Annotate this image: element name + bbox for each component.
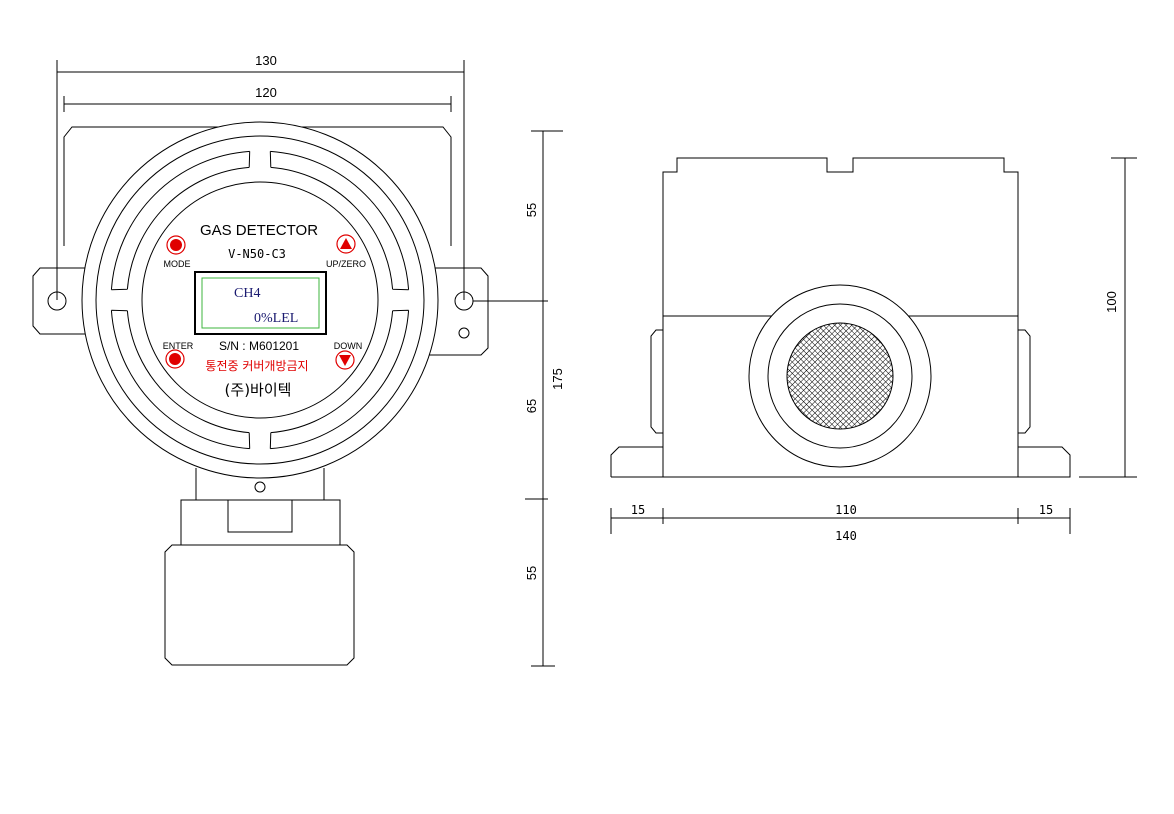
manufacturer-name: (주)바이텍 (225, 381, 292, 399)
model-number: V-N50-C3 (228, 247, 286, 261)
neck-screw (254, 481, 266, 493)
down-arrow-icon (339, 355, 351, 366)
device-title: GAS DETECTOR (200, 222, 318, 239)
side-width-dimensions: 15 110 15 140 (610, 503, 1071, 543)
mode-button-dot (170, 239, 182, 251)
gland-nut (227, 499, 293, 533)
right-small-hole (458, 327, 470, 339)
cable-gland (180, 499, 341, 546)
dim-label-130: 130 (255, 53, 277, 68)
dim-label-120: 120 (255, 85, 277, 100)
right-boss (1018, 329, 1031, 434)
cover-ring-arcs (110, 150, 410, 450)
dim-label-175: 175 (550, 368, 565, 390)
down-button-label: DOWN (334, 341, 363, 351)
side-height-dimension: 100 (1079, 157, 1137, 478)
left-boss (650, 329, 663, 434)
dim-label-15-left: 15 (631, 503, 645, 517)
dimension-120: 120 (63, 85, 452, 112)
dimension-130: 130 (56, 53, 465, 300)
side-view: 100 15 110 15 140 (610, 157, 1137, 543)
right-flange (428, 267, 489, 356)
side-base (610, 446, 1071, 478)
sensor-cap (164, 544, 355, 666)
up-zero-button-label: UP/ZERO (326, 259, 366, 269)
up-arrow-icon (340, 238, 352, 249)
enter-button-label: ENTER (163, 341, 194, 351)
lcd-reading: 0%LEL (254, 311, 298, 326)
housing-ring-1 (95, 135, 425, 465)
lcd-gas-name: CH4 (234, 286, 260, 301)
dim-label-100: 100 (1104, 291, 1119, 313)
dim-label-110: 110 (835, 503, 857, 517)
dim-label-55-bottom: 55 (524, 566, 539, 580)
enter-button-dot (169, 353, 181, 365)
dim-label-15-right: 15 (1039, 503, 1053, 517)
dim-label-140: 140 (835, 529, 857, 543)
warning-text: 통전중 커버개방금지 (205, 359, 308, 373)
vertical-dimensions: 55 65 55 175 (524, 130, 565, 667)
side-body (662, 157, 1019, 477)
front-view: 130 120 GAS DETECTOR V- (32, 53, 565, 667)
dim-label-55-top: 55 (524, 203, 539, 217)
housing-neck (195, 468, 325, 500)
left-mount-hole (47, 291, 67, 311)
left-flange (32, 267, 92, 335)
mode-button-label: MODE (164, 259, 191, 269)
lcd-frame (194, 271, 327, 335)
side-sensor-ring (767, 303, 913, 449)
lcd-screen (201, 277, 320, 329)
serial-number: S/N : M601201 (219, 339, 299, 353)
dim-label-65: 65 (524, 399, 539, 413)
